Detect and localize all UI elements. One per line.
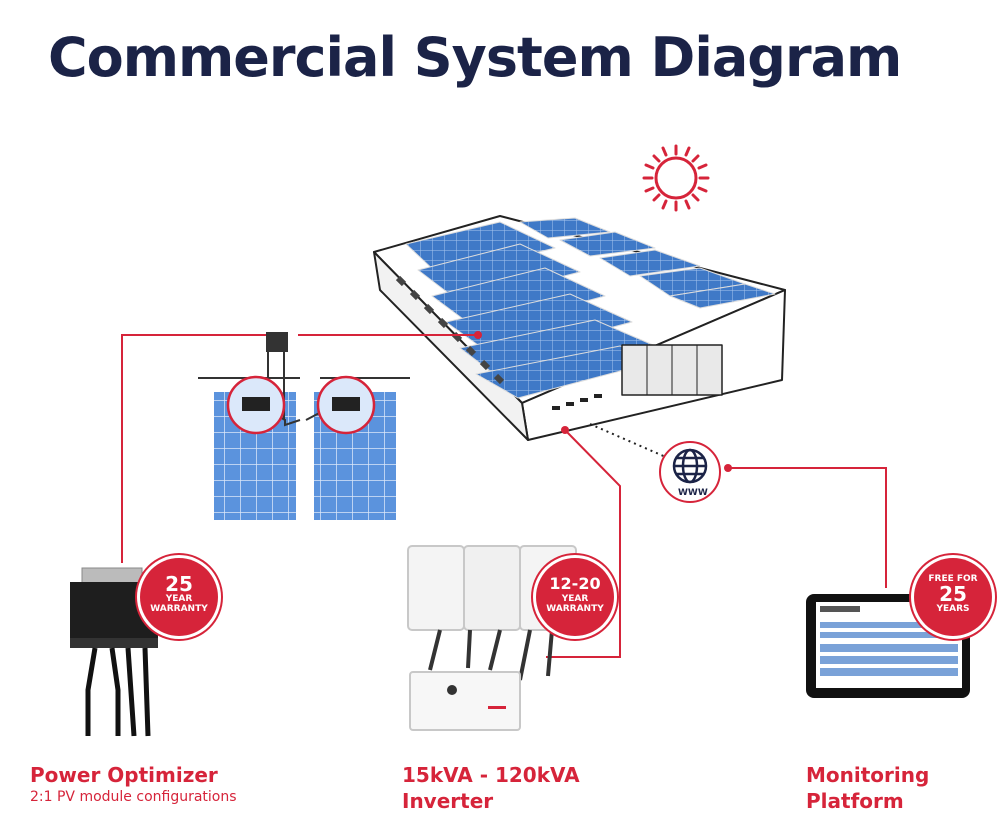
badge-line-1: 25 bbox=[165, 572, 193, 596]
building-illustration bbox=[373, 215, 786, 441]
inverter-title-line-2: Inverter bbox=[402, 789, 494, 813]
badge-line-2: YEAR bbox=[165, 594, 193, 604]
globe-label: WWW bbox=[678, 488, 708, 498]
monitoring-title-line-2: Platform bbox=[806, 789, 904, 813]
page-title: Commercial System Diagram bbox=[48, 26, 902, 89]
badge-line-2: YEAR bbox=[561, 594, 589, 604]
connection-lines bbox=[121, 334, 887, 658]
optimizer-label: Power Optimizer 2:1 PV module configurat… bbox=[30, 762, 237, 806]
inverter-title-line-1: 15kVA - 120kVA bbox=[402, 763, 580, 787]
connection-dot bbox=[561, 426, 569, 434]
badge-line-3: YEARS bbox=[936, 604, 970, 614]
optimizer-illustration bbox=[70, 567, 158, 737]
connection-dot bbox=[474, 331, 482, 339]
badge-line-3: WARRANTY bbox=[150, 604, 208, 614]
inverter-warranty-badge: 12-20 YEAR WARRANTY bbox=[536, 558, 614, 636]
pv-panel-illustration bbox=[198, 332, 410, 520]
optimizer-warranty-badge: 25 YEAR WARRANTY bbox=[140, 558, 218, 636]
badge-line-1: 12-20 bbox=[549, 574, 601, 593]
badge-line-2: 25 bbox=[939, 582, 967, 606]
inverter-label: 15kVA - 120kVA Inverter bbox=[402, 762, 580, 814]
sun-icon bbox=[642, 144, 710, 212]
monitoring-free-badge: FREE FOR 25 YEARS bbox=[914, 558, 992, 636]
wireless-link bbox=[589, 423, 669, 459]
badge-line-3: WARRANTY bbox=[546, 604, 604, 614]
optimizer-title: Power Optimizer bbox=[30, 763, 218, 787]
monitoring-label: Monitoring Platform bbox=[806, 762, 929, 814]
optimizer-subtitle: 2:1 PV module configurations bbox=[30, 789, 237, 805]
badge-line-1: FREE FOR bbox=[928, 574, 978, 584]
connection-dot bbox=[724, 464, 732, 472]
globe-icon bbox=[659, 441, 721, 503]
monitoring-title-line-1: Monitoring bbox=[806, 763, 930, 787]
